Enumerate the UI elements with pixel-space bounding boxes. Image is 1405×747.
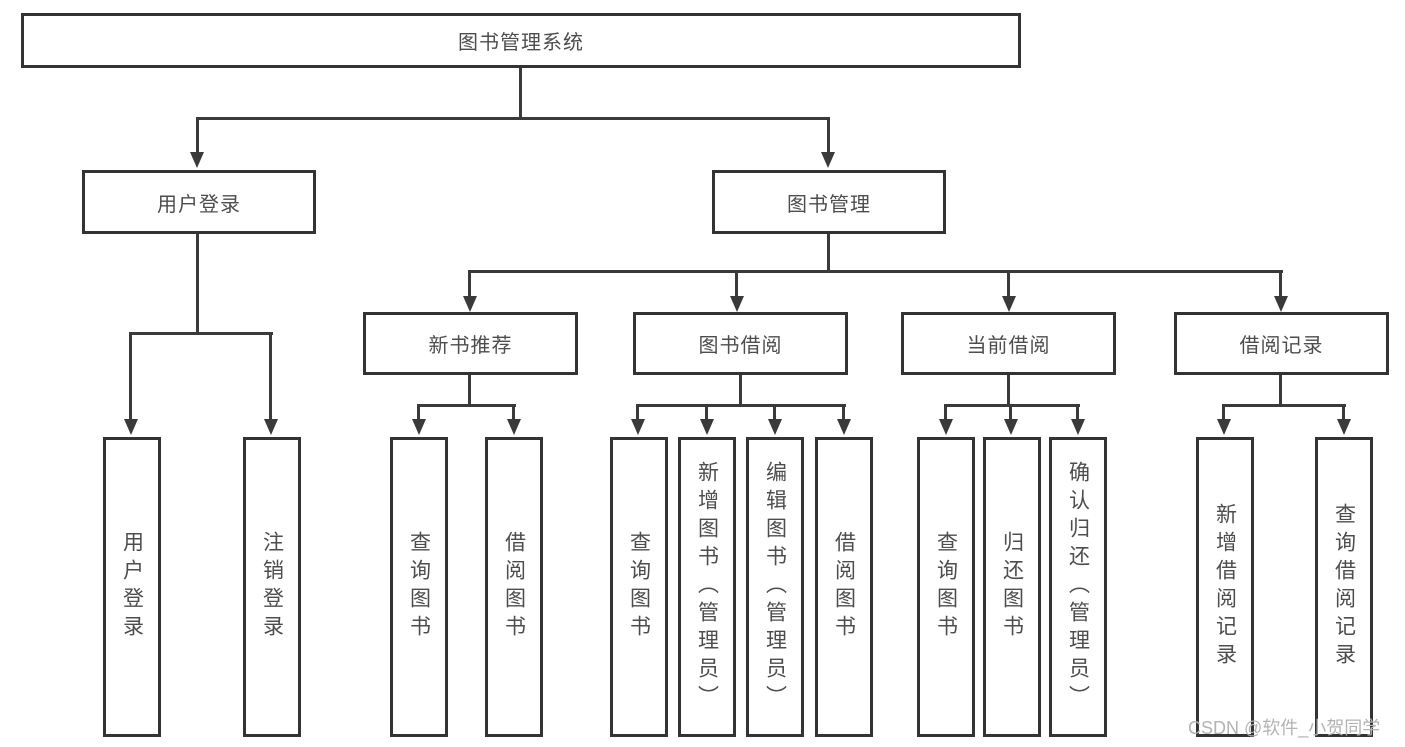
leaf-add-book-admin: 新增图书（管理员） — [678, 437, 736, 737]
connector-line — [468, 270, 1283, 273]
connector-line — [519, 68, 522, 118]
connector-line — [1279, 375, 1282, 407]
arrow-down-icon — [1071, 419, 1085, 435]
arrow-down-icon — [1337, 419, 1351, 435]
leaf-query-books-recommend: 查询图书 — [390, 437, 448, 737]
arrow-down-icon — [768, 419, 782, 435]
leaf-edit-book-admin: 编辑图书（管理员） — [746, 437, 804, 737]
leaf-label: 新增图书（管理员） — [695, 461, 719, 713]
connector-line — [1007, 270, 1010, 297]
connector-line — [705, 404, 708, 420]
arrow-down-icon — [700, 419, 714, 435]
leaf-label: 注销登录 — [260, 531, 284, 643]
connector-line — [468, 375, 471, 407]
arrow-down-icon — [1004, 419, 1018, 435]
connector-line — [739, 375, 742, 407]
leaf-label: 确认归还（管理员） — [1066, 461, 1090, 713]
node-label: 用户登录 — [157, 193, 241, 216]
connector-line — [773, 404, 776, 420]
leaf-logout: 注销登录 — [243, 437, 301, 737]
arrow-down-icon — [463, 296, 477, 312]
node-label: 当前借阅 — [966, 335, 1051, 357]
node-label: 图书管理系统 — [458, 32, 584, 54]
connector-line — [944, 404, 1080, 407]
node-user-login: 用户登录 — [82, 170, 316, 234]
leaf-label: 借阅图书 — [832, 531, 856, 643]
connector-line — [129, 332, 132, 420]
connector-line — [1076, 404, 1079, 420]
node-book-borrowing: 图书借阅 — [633, 312, 848, 375]
node-label: 借阅记录 — [1239, 335, 1324, 357]
leaf-label: 借阅图书 — [502, 531, 526, 643]
connector-line — [196, 117, 830, 120]
arrow-down-icon — [264, 419, 278, 435]
connector-line — [735, 270, 738, 297]
leaf-borrow-books: 借阅图书 — [815, 437, 873, 737]
connector-line — [417, 404, 516, 407]
connector-line — [1007, 375, 1010, 407]
arrow-down-icon — [190, 152, 204, 168]
leaf-confirm-return-admin: 确认归还（管理员） — [1049, 437, 1107, 737]
leaf-label: 归还图书 — [1000, 531, 1024, 643]
arrow-down-icon — [1274, 296, 1288, 312]
arrow-down-icon — [837, 419, 851, 435]
connector-line — [417, 404, 420, 420]
node-label: 图书借阅 — [698, 335, 783, 357]
arrow-down-icon — [124, 419, 138, 435]
arrow-down-icon — [1217, 419, 1231, 435]
connector-line — [827, 117, 830, 154]
node-book-management: 图书管理 — [712, 170, 946, 234]
connector-line — [512, 404, 515, 420]
leaf-borrow-books-recommend: 借阅图书 — [485, 437, 543, 737]
leaf-label: 查询借阅记录 — [1332, 503, 1356, 671]
connector-line — [842, 404, 845, 420]
arrow-down-icon — [412, 419, 426, 435]
arrow-down-icon — [1002, 296, 1016, 312]
connector-line — [1279, 270, 1282, 297]
connector-line — [827, 234, 830, 273]
leaf-query-books-borrowing: 查询图书 — [610, 437, 668, 737]
leaf-label: 新增借阅记录 — [1213, 503, 1237, 671]
connector-line — [1222, 404, 1346, 407]
node-label: 新书推荐 — [428, 335, 513, 357]
leaf-user-login: 用户登录 — [103, 437, 161, 737]
node-borrowing-records: 借阅记录 — [1174, 312, 1389, 375]
leaf-label: 编辑图书（管理员） — [763, 461, 787, 713]
arrow-down-icon — [507, 419, 521, 435]
connector-line — [468, 270, 471, 297]
watermark: CSDN @软件_小贺同学 — [1188, 718, 1381, 738]
connector-line — [944, 404, 947, 420]
node-current-borrowing: 当前借阅 — [901, 312, 1116, 375]
leaf-label: 用户登录 — [120, 531, 144, 643]
connector-line — [269, 332, 272, 420]
leaf-query-books-current: 查询图书 — [917, 437, 975, 737]
leaf-label: 查询图书 — [934, 531, 958, 643]
leaf-label: 查询图书 — [627, 531, 651, 643]
connector-line — [1009, 404, 1012, 420]
connector-line — [129, 332, 273, 335]
node-new-book-recommend: 新书推荐 — [363, 312, 578, 375]
connector-line — [196, 234, 199, 335]
leaf-return-books: 归还图书 — [983, 437, 1041, 737]
leaf-add-borrow-record: 新增借阅记录 — [1196, 437, 1254, 737]
connector-line — [636, 404, 639, 420]
arrow-down-icon — [821, 152, 835, 168]
node-library-system: 图书管理系统 — [21, 13, 1021, 68]
connector-line — [636, 404, 846, 407]
leaf-label: 查询图书 — [407, 531, 431, 643]
arrow-down-icon — [730, 296, 744, 312]
leaf-query-borrow-record: 查询借阅记录 — [1315, 437, 1373, 737]
node-label: 图书管理 — [787, 193, 871, 216]
connector-line — [1222, 404, 1225, 420]
arrow-down-icon — [939, 419, 953, 435]
connector-line — [196, 117, 199, 154]
connector-line — [1342, 404, 1345, 420]
arrow-down-icon — [631, 419, 645, 435]
